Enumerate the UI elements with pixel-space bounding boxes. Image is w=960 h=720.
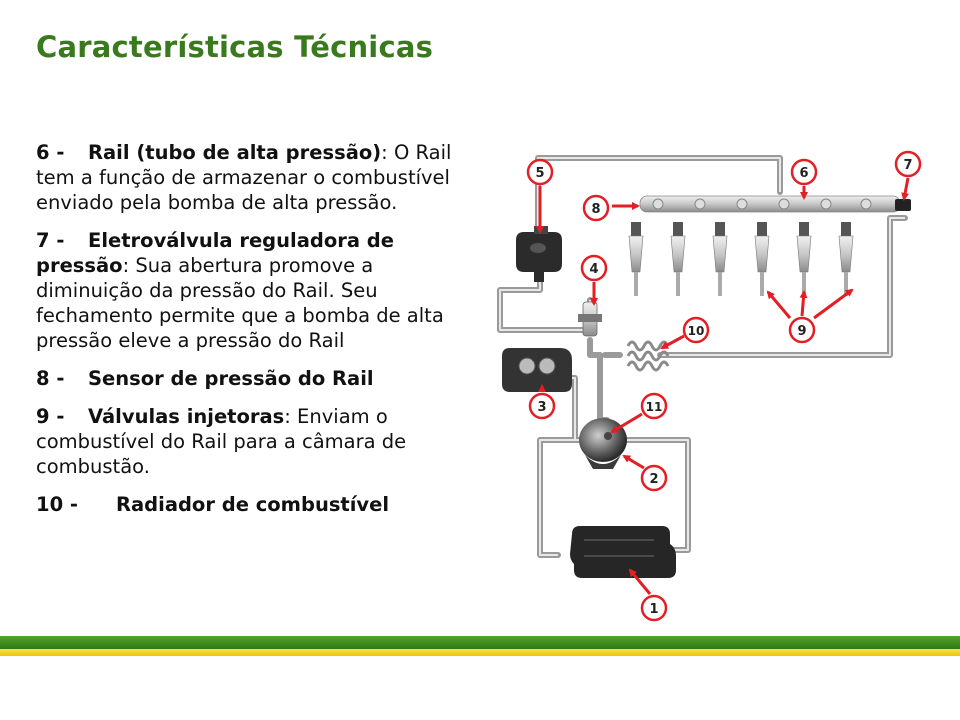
item-separator: : [284, 405, 291, 428]
item-number: 8 - [36, 367, 65, 390]
high-pressure-pump [516, 226, 562, 282]
injector-valve [712, 222, 728, 296]
callout-5-label: 5 [535, 166, 544, 181]
injector-valve [796, 222, 812, 296]
callout-7: 7 [894, 150, 922, 178]
callout-9: 9 [788, 316, 816, 344]
injector-valve [754, 222, 770, 296]
callout-1: 1 [640, 594, 668, 622]
fuel-tank [570, 526, 676, 578]
item-description: Enviam o combustível do Rail para a câma… [36, 405, 407, 478]
callout-7-label: 7 [903, 158, 912, 173]
arrow-7 [901, 177, 910, 201]
callout-2: 2 [640, 464, 668, 492]
callout-3: 3 [528, 392, 556, 420]
callout-6: 6 [790, 158, 818, 186]
item-radiador: 10 - Radiador de combustível [36, 492, 486, 517]
callout-arrows [536, 177, 910, 595]
callout-8-label: 8 [591, 202, 600, 217]
arrow-9a [766, 290, 792, 319]
injector-valves [628, 222, 854, 296]
callout-labels: 5 6 7 8 4 10 9 3 11 2 1 [526, 150, 922, 622]
item-separator: : [122, 254, 130, 277]
item-number: 7 - [36, 229, 65, 252]
callout-2-label: 2 [649, 472, 658, 487]
callout-4: 4 [580, 254, 608, 282]
footer-color-bar [0, 636, 960, 656]
item-number: 9 - [36, 405, 65, 428]
item-valvulas: 9 - Válvulas injetoras: Enviam o combustí… [36, 404, 486, 479]
injector-valve [838, 222, 854, 296]
injector-valve [670, 222, 686, 296]
callout-3-label: 3 [537, 400, 546, 415]
item-number: 6 - [36, 141, 65, 164]
arrow-2 [622, 454, 645, 470]
callout-6-label: 6 [799, 166, 808, 181]
item-description: Sua abertura promove a diminuição da pre… [36, 254, 444, 352]
callout-10-label: 10 [688, 324, 705, 338]
description-list: 6 - Rail (tubo de alta pressão): O Rail t… [36, 140, 486, 530]
item-term: Radiador de combustível [116, 493, 390, 516]
item-term: Rail (tubo de alta pressão) [88, 141, 382, 164]
arrow-9c [813, 288, 854, 320]
arrow-10 [660, 334, 685, 350]
item-eletrovalvula: 7 -Eletroválvula reguladora de pressão: … [36, 228, 486, 353]
callout-5: 5 [526, 158, 554, 186]
item-term: Válvulas injetoras [88, 405, 285, 428]
item-rail: 6 - Rail (tubo de alta pressão): O Rail t… [36, 140, 486, 215]
slide-title: Características Técnicas [36, 30, 434, 64]
arrow-11 [610, 412, 643, 434]
callout-8: 8 [582, 194, 610, 222]
callout-11-label: 11 [646, 400, 663, 414]
callout-4-label: 4 [589, 262, 598, 277]
callout-10: 10 [682, 316, 710, 344]
callout-9-label: 9 [797, 324, 806, 339]
item-description: O Rail tem a função de armazenar o combu… [36, 141, 452, 214]
item-separator: : [381, 141, 388, 164]
arrow-9b [799, 290, 808, 317]
item-number: 10 - [36, 493, 79, 516]
callout-11: 11 [640, 392, 668, 420]
fuel-system-diagram: 5 6 7 8 4 10 9 3 11 2 1 [497, 150, 922, 622]
gear-pump [502, 348, 572, 392]
arrow-1 [628, 568, 652, 595]
item-term: Eletroválvula reguladora de pressão [36, 229, 394, 277]
callout-1-label: 1 [649, 602, 658, 617]
item-term: Sensor de pressão do Rail [88, 367, 374, 390]
rail-tube [639, 195, 901, 213]
pressure-regulator-valve [895, 199, 911, 211]
injector-valve [628, 222, 644, 296]
item-sensor: 8 - Sensor de pressão do Rail [36, 366, 486, 391]
